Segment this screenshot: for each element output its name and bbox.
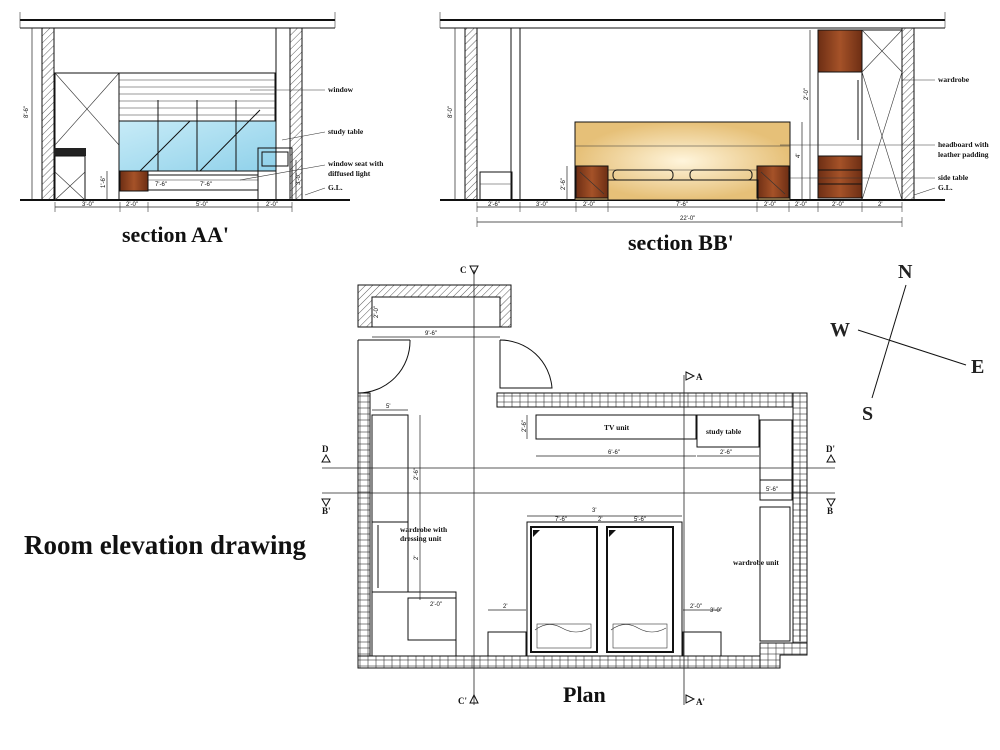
headboard xyxy=(574,121,791,201)
page-title: Room elevation drawing xyxy=(24,530,306,560)
svg-text:7'-6": 7'-6" xyxy=(200,182,212,188)
section-bb: 8'-0" 2'-6" 4' 2'-0" 2'-6" 3'-0" 2'-0" 7… xyxy=(439,12,989,227)
svg-text:headboard with: headboard with xyxy=(938,140,989,149)
svg-text:TV unit: TV unit xyxy=(604,423,630,432)
svg-text:5'-6": 5'-6" xyxy=(766,487,778,493)
svg-text:5': 5' xyxy=(386,404,390,410)
svg-text:A': A' xyxy=(696,697,705,707)
svg-text:wardrobe with: wardrobe with xyxy=(400,525,448,534)
svg-text:8'-0": 8'-0" xyxy=(448,106,454,118)
svg-text:D': D' xyxy=(826,444,835,454)
svg-text:2'-6": 2'-6" xyxy=(720,450,732,456)
svg-text:2'-6": 2'-6" xyxy=(488,202,500,208)
svg-text:S: S xyxy=(862,403,873,425)
svg-text:5'-6": 5'-6" xyxy=(634,517,646,523)
svg-text:leather padding: leather padding xyxy=(938,150,989,159)
section-bb-caption: section BB' xyxy=(628,230,734,255)
svg-text:2': 2' xyxy=(503,604,507,610)
svg-text:C': C' xyxy=(458,696,467,706)
svg-text:study table: study table xyxy=(706,427,742,436)
svg-text:E: E xyxy=(971,356,984,378)
svg-text:B': B' xyxy=(322,506,331,516)
svg-text:2'-0": 2'-0" xyxy=(795,202,807,208)
svg-text:6'-6": 6'-6" xyxy=(608,450,620,456)
svg-text:5'-0": 5'-0" xyxy=(196,202,208,208)
svg-text:7'-6": 7'-6" xyxy=(676,202,688,208)
svg-text:2'-0": 2'-0" xyxy=(832,202,844,208)
svg-text:D: D xyxy=(322,444,329,454)
svg-text:A: A xyxy=(696,372,703,382)
compass-rose: N S E W xyxy=(830,261,984,425)
svg-text:2'-6": 2'-6" xyxy=(414,468,420,480)
svg-text:wardrobe unit: wardrobe unit xyxy=(733,558,779,567)
svg-text:N: N xyxy=(898,261,913,283)
svg-text:2'-0": 2'-0" xyxy=(126,202,138,208)
svg-text:diffused light: diffused light xyxy=(328,169,371,178)
section-aa-caption: section AA' xyxy=(122,222,229,247)
twin-beds: 3' 7'-6" 2' 5'-6" xyxy=(526,508,683,657)
svg-text:3': 3' xyxy=(592,508,596,514)
window-glass xyxy=(118,100,277,172)
svg-text:dressing unit: dressing unit xyxy=(400,534,442,543)
svg-text:2'-0": 2'-0" xyxy=(690,604,702,610)
section-aa: 8'-6" 1'-6" 3'-0" 3'-0" 2'-0" 5'-0" 2'-0… xyxy=(19,12,384,212)
svg-text:3'-0": 3'-0" xyxy=(710,608,722,614)
svg-text:2'-0": 2'-0" xyxy=(764,202,776,208)
svg-text:1'-6": 1'-6" xyxy=(101,176,107,188)
svg-text:3'-0": 3'-0" xyxy=(296,173,302,185)
svg-text:22'-0": 22'-0" xyxy=(680,216,695,222)
floor-plan: 2'-0" 9'-6" TV unit study table 2'-6" 6'… xyxy=(321,265,836,707)
svg-text:8'-6": 8'-6" xyxy=(24,106,30,118)
plan-caption: Plan xyxy=(563,682,606,707)
svg-text:2'-0": 2'-0" xyxy=(430,602,442,608)
svg-text:W: W xyxy=(830,319,850,341)
wardrobe-elevation xyxy=(817,29,903,201)
svg-text:2'-0": 2'-0" xyxy=(804,88,810,100)
svg-text:7'-6": 7'-6" xyxy=(555,517,567,523)
svg-text:B: B xyxy=(827,506,833,516)
svg-text:wardrobe: wardrobe xyxy=(938,75,970,84)
svg-text:9'-6": 9'-6" xyxy=(425,331,437,337)
svg-text:side table: side table xyxy=(938,173,969,182)
svg-text:2'-0": 2'-0" xyxy=(583,202,595,208)
svg-text:2'-6": 2'-6" xyxy=(561,178,567,190)
svg-text:window seat with: window seat with xyxy=(328,159,384,168)
svg-text:3'-0": 3'-0" xyxy=(82,202,94,208)
svg-text:2'-6": 2'-6" xyxy=(522,420,528,432)
svg-text:G.L.: G.L. xyxy=(938,183,953,192)
svg-text:2'-0": 2'-0" xyxy=(374,306,380,318)
svg-text:2': 2' xyxy=(414,556,420,560)
svg-text:study table: study table xyxy=(328,127,364,136)
svg-text:2': 2' xyxy=(878,202,882,208)
svg-text:window: window xyxy=(328,85,354,94)
svg-text:3'-0": 3'-0" xyxy=(536,202,548,208)
svg-text:7'-6": 7'-6" xyxy=(155,182,167,188)
svg-text:G.L.: G.L. xyxy=(328,183,343,192)
svg-text:C: C xyxy=(460,265,467,275)
svg-text:2'-0": 2'-0" xyxy=(266,202,278,208)
svg-text:2': 2' xyxy=(598,517,602,523)
svg-text:4': 4' xyxy=(796,154,802,158)
